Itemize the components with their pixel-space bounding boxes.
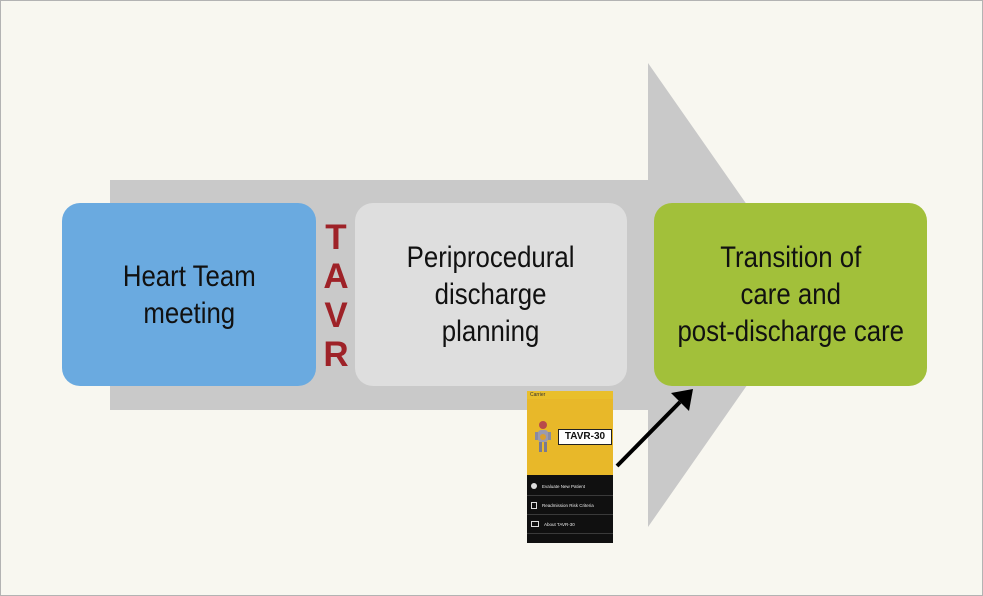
periprocedural-discharge-planning-box: Periprocedural discharge planning [355,203,627,386]
tavr-letter-v: V [324,296,348,335]
book-icon [531,521,539,527]
transition-of-care-label: Transition of care and post-discharge ca… [677,241,904,348]
document-icon [531,501,537,509]
tavr-letter-r: R [323,335,349,374]
menu-item-label: Readmission Risk Criteria [542,502,594,508]
phone-status-bar: Carrier [527,391,613,399]
mascot-figure-icon [535,421,551,452]
transition-of-care-box: Transition of care and post-discharge ca… [654,203,927,386]
tavr-letter-a: A [323,257,349,296]
menu-item-readmission-risk-criteria[interactable]: Readmission Risk Criteria [527,496,613,515]
menu-item-label: About TAVR-30 [544,521,575,527]
tavr-letter-t: T [325,218,347,257]
menu-item-label: Evaluate New Patient [542,483,586,489]
tavr-30-logo: TAVR-30 [558,429,612,445]
heart-team-meeting-label: Heart Team meeting [122,259,256,330]
app-menu: Evaluate New Patient Readmission Risk Cr… [527,477,613,534]
periprocedural-label: Periprocedural discharge planning [407,241,575,348]
menu-item-about-tavr-30[interactable]: About TAVR-30 [527,515,613,534]
tavr-30-app-screenshot: Carrier TAVR-30 Evaluate New Patient Rea… [527,391,613,543]
arrow-circle-icon [531,483,537,489]
app-header-panel: TAVR-30 [527,399,613,475]
tavr-vertical-label: T A V R [318,218,354,374]
menu-item-evaluate-new-patient[interactable]: Evaluate New Patient [527,477,613,496]
heart-team-meeting-box: Heart Team meeting [62,203,316,386]
